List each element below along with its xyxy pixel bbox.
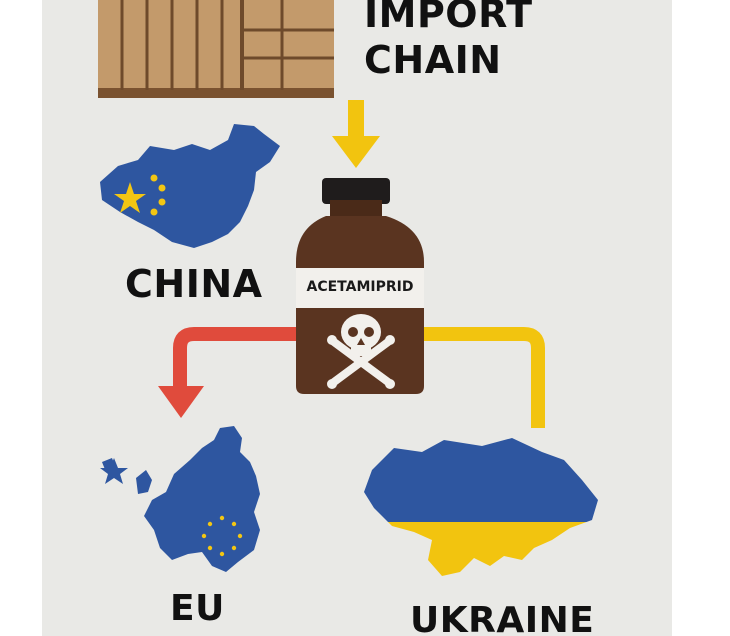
crate-icon	[98, 0, 334, 98]
ukraine-label: UKRAINE	[410, 600, 595, 636]
eu-map-icon	[100, 426, 260, 572]
eu-label: EU	[170, 588, 225, 629]
ukraine-map-icon	[364, 438, 598, 576]
arrow-down-icon	[332, 100, 380, 168]
title-line-2: CHAIN	[364, 38, 502, 82]
poison-bottle-icon	[296, 178, 424, 394]
flow-line-eu	[173, 327, 298, 392]
bottle-label: ACETAMIPRID	[306, 279, 414, 295]
flow-line-ukraine	[422, 327, 545, 428]
arrow-eu-head	[158, 386, 204, 418]
diagram-panel: IMPORT CHAIN CHINA ACETAMIPRID EU UKRAIN…	[42, 0, 672, 636]
diagram-graphics	[98, 0, 598, 576]
china-map-icon	[100, 124, 280, 248]
china-label: CHINA	[125, 262, 263, 306]
title-line-1: IMPORT	[364, 0, 533, 36]
skull-crossbones-icon	[327, 314, 395, 389]
